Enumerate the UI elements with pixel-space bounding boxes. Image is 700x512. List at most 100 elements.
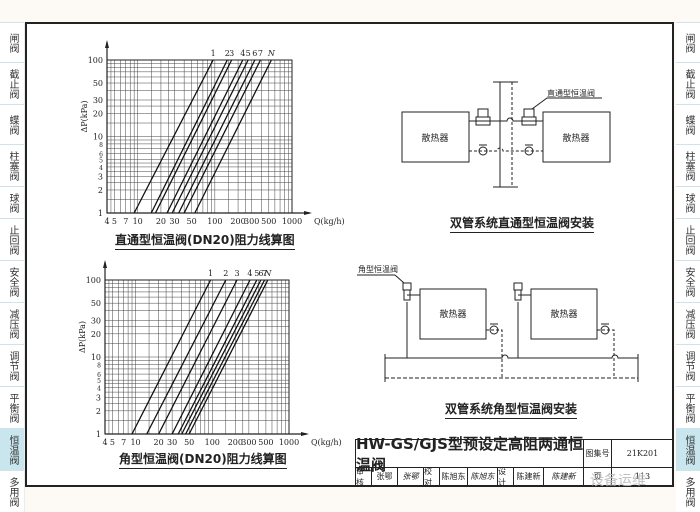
y-tick-label: 4 bbox=[97, 386, 101, 393]
x-tick-label: 20 bbox=[154, 438, 164, 447]
x-tick-label: 10 bbox=[130, 438, 140, 447]
lockshield-valve-icon bbox=[489, 323, 499, 335]
series-line-1 bbox=[133, 59, 214, 214]
side-nav-item[interactable]: 柱塞阀 bbox=[0, 144, 24, 186]
x-tick-label: 50 bbox=[187, 217, 197, 226]
series-line-7 bbox=[185, 279, 266, 435]
page-number: 113 bbox=[634, 472, 651, 481]
check-name: 陈旭东 bbox=[440, 468, 468, 485]
y-axis-arrow bbox=[103, 260, 107, 268]
series-line-2 bbox=[146, 279, 227, 435]
series-line-3 bbox=[154, 59, 233, 214]
side-nav-item[interactable]: 闸阀 bbox=[0, 22, 24, 62]
y-axis-arrow bbox=[105, 40, 109, 48]
design-label: 设计 bbox=[498, 467, 514, 487]
y-tick-label: 100 bbox=[88, 56, 103, 65]
x-tick-label: 5 bbox=[110, 438, 115, 447]
series-line-5 bbox=[171, 59, 249, 214]
series-line-2 bbox=[150, 59, 228, 214]
y-tick-label: 10 bbox=[91, 353, 101, 362]
series-line-3 bbox=[158, 279, 238, 435]
series-line-N bbox=[188, 279, 269, 435]
radiator-left-label: 散热器 bbox=[421, 132, 448, 144]
y-tick-label: 30 bbox=[93, 96, 103, 105]
series-label-7: 7 bbox=[262, 269, 267, 278]
side-nav-item[interactable]: 安全阀 bbox=[676, 260, 700, 302]
supply-branch bbox=[469, 117, 543, 122]
atlas-no-label: 图集号 bbox=[584, 440, 612, 468]
x-tick-label: 500 bbox=[258, 438, 273, 447]
side-nav-item[interactable]: 蝶阀 bbox=[676, 104, 700, 144]
side-nav-item[interactable]: 蝶阀 bbox=[0, 104, 24, 144]
side-nav-item[interactable]: 平衡阀 bbox=[0, 386, 24, 428]
series-label-1: 1 bbox=[208, 269, 213, 278]
side-nav-item[interactable]: 安全阀 bbox=[0, 260, 24, 302]
angle-valve-label: 角型恒温阀 bbox=[358, 264, 398, 274]
side-nav-item[interactable]: 止回阀 bbox=[0, 218, 24, 260]
valve-leader-line bbox=[394, 274, 405, 284]
x-tick-label: 7 bbox=[123, 217, 128, 226]
side-nav-item[interactable]: 恒温阀 bbox=[676, 428, 700, 470]
side-nav-item[interactable]: 球阀 bbox=[676, 186, 700, 218]
series-label-5: 5 bbox=[254, 269, 259, 278]
side-nav-item[interactable]: 球阀 bbox=[0, 186, 24, 218]
x-tick-label: 7 bbox=[121, 438, 126, 447]
x-tick-label: 1000 bbox=[279, 438, 299, 447]
x-tick-label: 300 bbox=[241, 438, 256, 447]
y-tick-label: 6 bbox=[99, 151, 103, 158]
series-label-N: N bbox=[267, 49, 276, 58]
diagram-caption-angle: 双管系统角型恒温阀安装 bbox=[445, 400, 578, 419]
series-line-4 bbox=[166, 59, 244, 214]
side-nav-item[interactable]: 多用阀 bbox=[0, 470, 24, 512]
angle-valve-icon bbox=[402, 282, 412, 301]
series-label-N: N bbox=[263, 269, 272, 278]
side-nav-item[interactable]: 截止阀 bbox=[676, 62, 700, 104]
side-nav-item[interactable]: 多用阀 bbox=[676, 470, 700, 512]
review-label: 审核 bbox=[356, 467, 372, 487]
x-axis-label: Q(kg/h) bbox=[314, 217, 345, 226]
side-nav-item[interactable]: 调节阀 bbox=[676, 344, 700, 386]
drawing-title: HW-GS/GJS型预设定高阻两通恒温阀 bbox=[356, 434, 584, 474]
y-tick-label: 4 bbox=[99, 165, 103, 172]
side-nav-item[interactable]: 截止阀 bbox=[0, 62, 24, 104]
side-nav-item[interactable]: 调节阀 bbox=[0, 344, 24, 386]
side-nav-item[interactable]: 止回阀 bbox=[676, 218, 700, 260]
series-label-4: 4 bbox=[240, 49, 245, 58]
y-tick-label: 5 bbox=[97, 378, 101, 385]
watermark: 设备运维 bbox=[590, 473, 646, 489]
side-nav-item[interactable]: 减压阀 bbox=[676, 302, 700, 344]
return-branch bbox=[469, 147, 543, 152]
design-name: 陈建新 bbox=[514, 468, 544, 485]
x-tick-label: 500 bbox=[261, 217, 276, 226]
diagram-angle-install: 散热器 散热器 角型恒温阀 bbox=[357, 264, 639, 382]
y-tick-label: 20 bbox=[93, 109, 103, 118]
y-tick-label: 10 bbox=[93, 133, 103, 142]
chart-caption-angle: 角型恒温阀(DN20)阻力线算图 bbox=[119, 450, 287, 469]
y-tick-label: 2 bbox=[96, 407, 101, 416]
radiator-right-label: 散热器 bbox=[562, 132, 589, 144]
atlas-no: 21K201 bbox=[612, 440, 673, 468]
series-line-6 bbox=[181, 279, 262, 435]
side-nav-right: 闸阀截止阀蝶阀柱塞阀球阀止回阀安全阀减压阀调节阀平衡阀恒温阀多用阀 bbox=[676, 22, 700, 512]
check-signature: 陈旭东 bbox=[468, 468, 498, 485]
y-axis-label: ΔP(kPa) bbox=[80, 100, 89, 132]
x-tick-label: 50 bbox=[184, 438, 194, 447]
x-tick-label: 200 bbox=[228, 438, 243, 447]
series-line-6 bbox=[178, 59, 256, 214]
lockshield-valve-icon bbox=[478, 144, 488, 156]
radiator-left bbox=[401, 111, 470, 163]
y-tick-label: 1 bbox=[96, 430, 101, 439]
side-nav-item[interactable]: 减压阀 bbox=[0, 302, 24, 344]
radiator-left-label: 散热器 bbox=[439, 308, 466, 320]
series-line-4 bbox=[171, 279, 251, 435]
x-axis-arrow bbox=[301, 432, 309, 436]
side-nav-item[interactable]: 柱塞阀 bbox=[676, 144, 700, 186]
side-nav-item[interactable]: 恒温阀 bbox=[0, 428, 24, 470]
series-label-5: 5 bbox=[246, 49, 251, 58]
x-tick-label: 30 bbox=[169, 217, 179, 226]
side-nav-item[interactable]: 闸阀 bbox=[676, 22, 700, 62]
series-label-3: 3 bbox=[234, 269, 239, 278]
side-nav-item[interactable]: 平衡阀 bbox=[676, 386, 700, 428]
